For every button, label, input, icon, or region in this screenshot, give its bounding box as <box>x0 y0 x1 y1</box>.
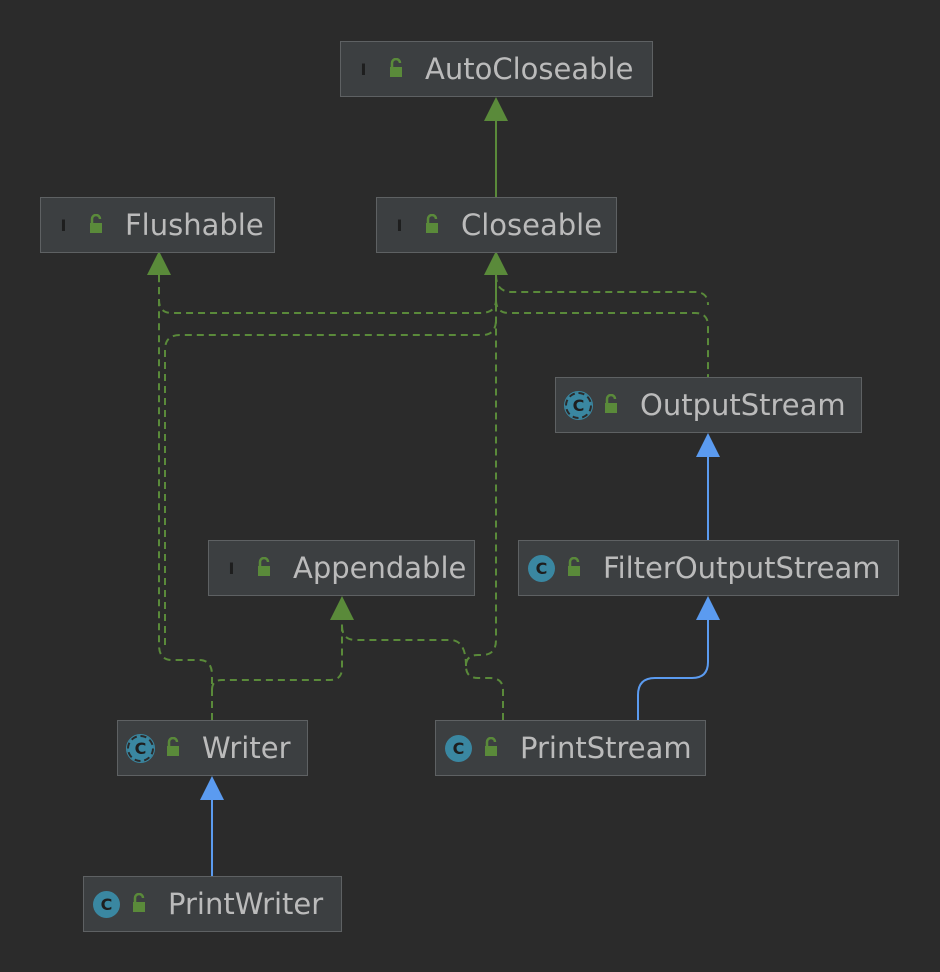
abstract-class-icon: C <box>564 390 593 420</box>
node-label: Closeable <box>461 208 603 242</box>
edge-outputstream-flushable <box>158 275 497 314</box>
node-autocloseable[interactable]: I AutoCloseable <box>340 41 653 97</box>
edge-writer-closeable <box>164 319 497 645</box>
node-appendable[interactable]: I Appendable <box>208 540 475 596</box>
arrowhead-writer <box>200 776 224 800</box>
unlocked-icon <box>605 394 617 413</box>
edge-printstream-filteroutputstream <box>637 620 709 720</box>
node-label: FilterOutputStream <box>603 551 881 585</box>
class-icon: C <box>445 734 472 762</box>
unlocked-icon <box>90 214 102 233</box>
unlocked-icon <box>167 737 179 756</box>
node-label: Appendable <box>293 551 467 585</box>
node-outputstream[interactable]: C OutputStream <box>555 377 862 433</box>
unlocked-icon <box>390 58 402 77</box>
edge-printstream-appendable <box>341 625 467 667</box>
arrowhead-appendable <box>330 596 354 620</box>
edge-outputstream-flushable-right <box>495 299 709 377</box>
node-label: PrintStream <box>520 731 692 765</box>
arrowhead-filteroutputstream <box>696 596 720 620</box>
node-printstream[interactable]: C PrintStream <box>435 720 706 776</box>
edge-writer-appendable <box>211 620 343 691</box>
interface-icon: I <box>360 59 367 79</box>
interface-icon: I <box>60 215 67 235</box>
abstract-class-icon: C <box>126 733 155 763</box>
node-flushable[interactable]: I Flushable <box>40 197 275 253</box>
unlocked-icon <box>426 214 438 233</box>
interface-icon: I <box>228 558 235 578</box>
node-printwriter[interactable]: C PrintWriter <box>83 876 342 932</box>
unlocked-icon <box>258 557 270 576</box>
arrowhead-autocloseable <box>484 97 508 121</box>
node-label: OutputStream <box>640 388 846 422</box>
arrowhead-outputstream <box>696 433 720 457</box>
node-label: PrintWriter <box>168 887 324 921</box>
node-label: Flushable <box>125 208 264 242</box>
node-label: Writer <box>202 731 291 765</box>
interface-icon: I <box>396 215 403 235</box>
edge-printstream-closeable <box>464 275 504 720</box>
node-label: AutoCloseable <box>425 52 634 86</box>
edge-writer-flushable <box>158 275 213 720</box>
unlocked-icon <box>133 893 145 912</box>
unlocked-icon <box>568 557 580 576</box>
edge-outputstream-closeable <box>495 274 709 306</box>
node-closeable[interactable]: I Closeable <box>376 197 617 253</box>
node-writer[interactable]: C Writer <box>117 720 308 776</box>
unlocked-icon <box>485 737 497 756</box>
class-icon: C <box>93 890 120 918</box>
arrowhead-flushable <box>147 251 171 275</box>
node-filteroutputstream[interactable]: C FilterOutputStream <box>518 540 899 596</box>
arrowhead-closeable <box>484 251 508 275</box>
class-icon: C <box>528 554 555 582</box>
